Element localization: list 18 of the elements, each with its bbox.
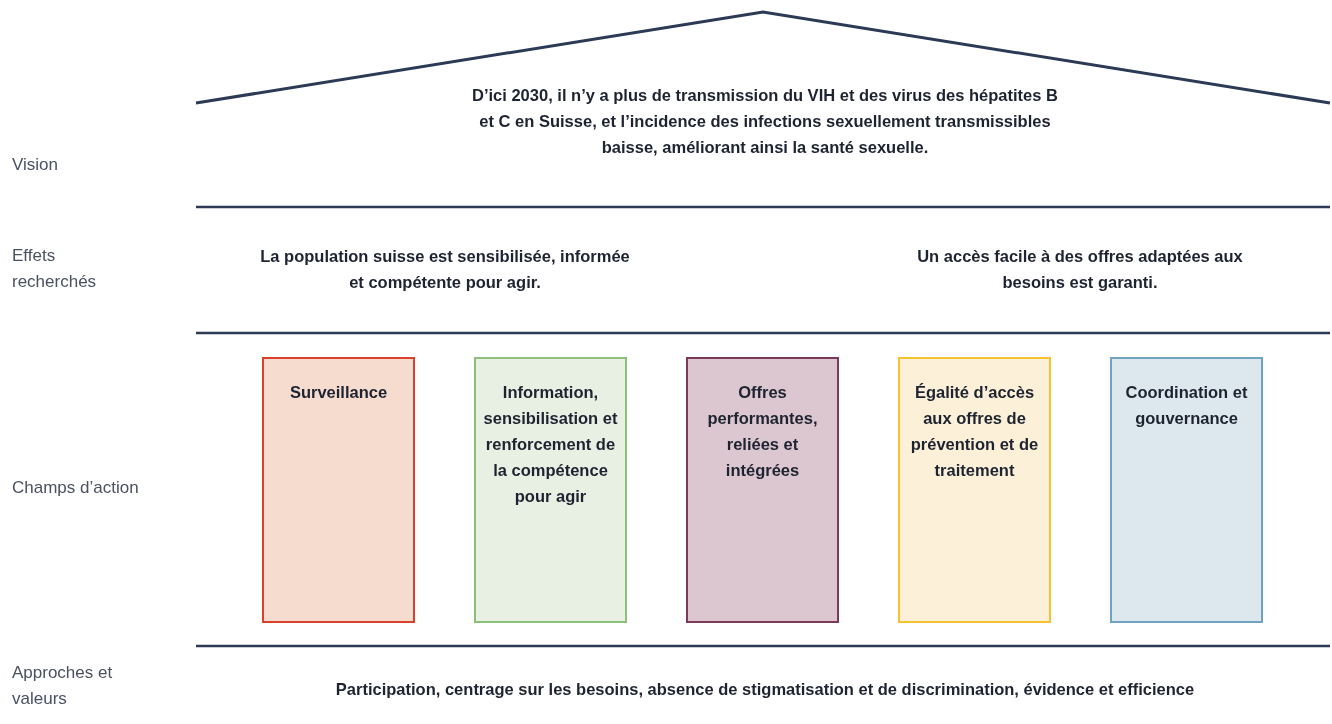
row-label: Approches et valeurs — [12, 662, 114, 710]
vision-statement: D’ici 2030, il n’y a plus de transmission du VIH et des virus des hépatites B et C en Suisse, et l’incidence des infections sexuellement transmissibles baisse, améliorant ainsi la santé sexuelle. — [471, 85, 1059, 158]
action-field-pillar — [686, 357, 839, 623]
action-field-pillar — [1110, 357, 1263, 623]
values-statement: Participation, centrage sur les besoins, absence de stigmatisation et de discrimination, évidence et efficience — [334, 679, 1196, 700]
row-label: Champs d’action — [12, 477, 140, 499]
action-field-pillar — [262, 357, 415, 623]
row-label: Vision — [12, 154, 59, 176]
action-field-pillar — [474, 357, 627, 623]
pillar-title: Égalité d’accès aux offres de prévention et de traitement — [909, 382, 1040, 481]
goal-statement: La population suisse est sensibilisée, informée et compétente pour agir. — [259, 246, 631, 293]
pillar-title: Offres performantes, reliées et intégrées — [706, 382, 819, 481]
action-field-pillar — [898, 357, 1051, 623]
goal-statement: Un accès facile à des offres adaptées aux besoins est garanti. — [916, 246, 1244, 293]
pillar-title: Information, sensibilisation et renforcement de la compétence pour agir — [482, 382, 619, 507]
row-label: Effets recherchés — [12, 245, 98, 293]
pillar-title: Coordination et gouvernance — [1124, 382, 1249, 429]
pillar-title: Surveillance — [288, 382, 389, 403]
